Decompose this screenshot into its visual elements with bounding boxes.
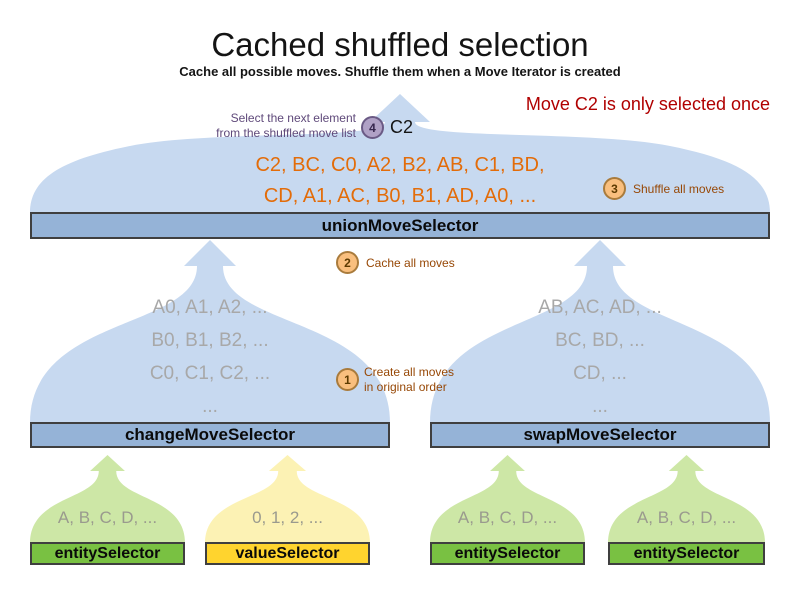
entity-selector-bar: entitySelector — [30, 542, 185, 565]
step1-label: Create all moves in original order — [364, 365, 454, 395]
value-selector-bar: valueSelector — [205, 542, 370, 565]
entity-selector-bar: entitySelector — [430, 542, 585, 565]
list-line: BC, BD, ... — [555, 330, 645, 351]
page-subtitle: Cache all possible moves. Shuffle them w… — [179, 64, 621, 79]
selector-items: A, B, C, D, ... — [636, 508, 737, 527]
step2-label: Cache all moves — [366, 256, 455, 270]
step3-label: Shuffle all moves — [633, 182, 725, 196]
page-title: Cached shuffled selection — [211, 26, 589, 63]
list-line: CD, ... — [573, 363, 627, 384]
entity-funnel-shape — [30, 455, 185, 543]
step2-badge: 2 — [336, 251, 359, 274]
selector-items: A, B, C, D, ... — [457, 508, 558, 527]
entity-selector-bar: entitySelector — [608, 542, 765, 565]
union-move-selector-bar: unionMoveSelector — [30, 212, 770, 239]
selector-items: A, B, C, D, ... — [57, 508, 158, 527]
highlight-note: Move C2 is only selected once — [525, 94, 770, 114]
step1-label-line2: in original order — [364, 380, 447, 394]
step4-label: Select the next element from the shuffle… — [150, 111, 356, 141]
list-line: A0, A1, A2, ... — [152, 297, 268, 318]
list-line: C0, C1, C2, ... — [149, 363, 271, 384]
list-line: AB, AC, AD, ... — [538, 297, 662, 318]
step4-label-line2: from the shuffled move list — [216, 126, 356, 140]
selector-items: 0, 1, 2, ... — [252, 508, 323, 527]
entity-funnel-shape — [608, 455, 765, 543]
swap-move-selector-bar: swapMoveSelector — [430, 422, 770, 448]
step4-label-line1: Select the next element — [230, 111, 356, 125]
step1-label-line1: Create all moves — [364, 365, 455, 379]
shuffled-moves-line1: C2, BC, C0, A2, B2, AB, C1, BD, — [255, 154, 545, 176]
list-line: ... — [202, 396, 218, 417]
change-funnel-shape — [30, 240, 390, 423]
step4-badge: 4 — [361, 116, 384, 139]
change-moves-list: A0, A1, A2, ... B0, B1, B2, ... C0, C1, … — [30, 291, 390, 423]
swap-funnel-shape — [430, 240, 770, 423]
output-value: C2 — [390, 117, 414, 137]
union-funnel-shape — [30, 94, 770, 213]
value-funnel-shape — [205, 455, 370, 543]
step1-badge: 1 — [336, 368, 359, 391]
shuffled-moves-line2: CD, A1, AC, B0, B1, AD, A0, ... — [263, 185, 537, 207]
change-move-selector-bar: changeMoveSelector — [30, 422, 390, 448]
entity-funnel-shape — [430, 455, 585, 543]
list-line: ... — [592, 396, 608, 417]
list-line: B0, B1, B2, ... — [151, 330, 269, 351]
swap-moves-list: AB, AC, AD, ... BC, BD, ... CD, ... ... — [430, 291, 770, 423]
step3-badge: 3 — [603, 177, 626, 200]
